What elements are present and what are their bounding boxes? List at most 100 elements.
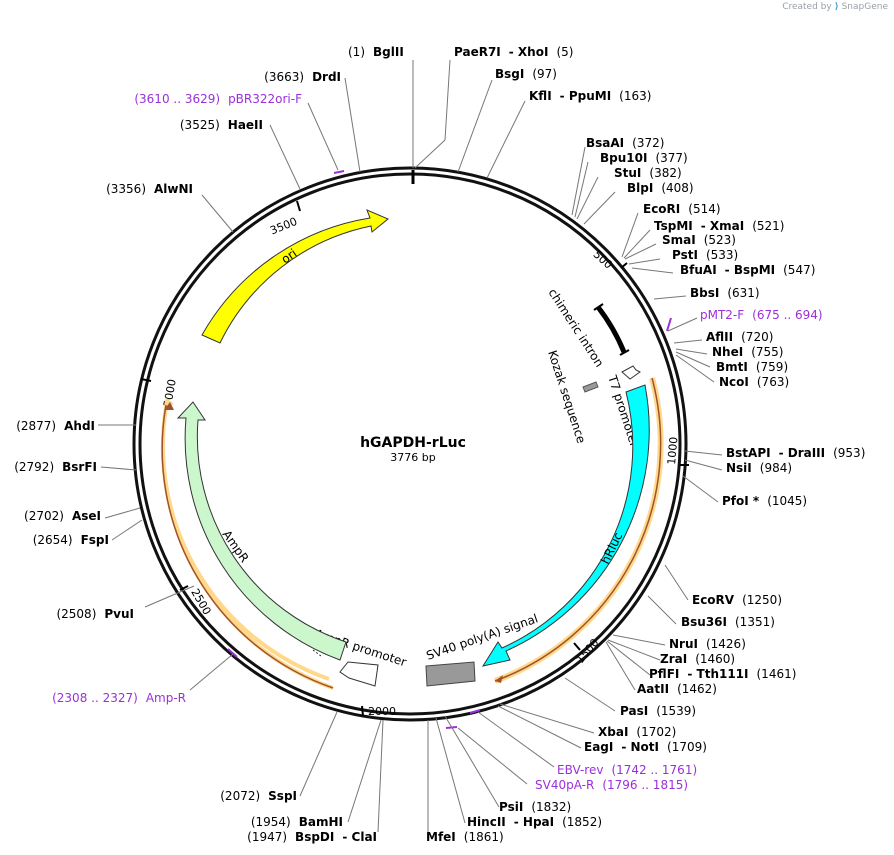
kozak-sequence-feature[interactable] <box>582 381 599 393</box>
site-label-part: BmtI <box>716 360 748 374</box>
site-label-part: - PpuMI <box>560 89 612 103</box>
site-label-part: (1250) <box>742 593 782 607</box>
site-label-bfuai: BfuAI- BspMI(547) <box>680 263 815 277</box>
plasmid-name: hGAPDH-rLuc <box>360 435 466 451</box>
site-label-part: HincII <box>467 815 506 829</box>
site-label-part: (3525) <box>180 118 220 132</box>
site-label-xbai: XbaI(1702) <box>598 725 676 739</box>
site-label-eagi: EagI- NotI(1709) <box>584 740 707 754</box>
site-label-part: XbaI <box>598 725 628 739</box>
primer-mark <box>666 317 672 332</box>
ampr-promoter-feature[interactable] <box>339 661 379 687</box>
site-label-part: (1) <box>348 45 365 59</box>
site-label-part: BsrFI <box>62 460 97 474</box>
site-label-part: (523) <box>704 233 736 247</box>
site-label-part: (3356) <box>106 182 146 196</box>
hrluc-orf-line <box>494 377 662 682</box>
site-label-part: ZraI <box>660 652 687 666</box>
site-label-bsrfi: (2792) BsrFI <box>14 460 97 474</box>
snapgene-logo-icon: ⟩ <box>834 2 839 12</box>
hrluc-label: hRluc <box>598 530 625 566</box>
site-label-part: PvuI <box>104 607 134 621</box>
site-label-part: AhdI <box>64 419 95 433</box>
ampr-feature[interactable] <box>176 401 347 661</box>
site-label-ncoi: NcoI (763) <box>719 375 789 389</box>
site-label-part: (521) <box>752 219 784 233</box>
site-label-zrai: ZraI(1460) <box>660 652 735 666</box>
site-label-paer7i: PaeR7I- XhoI(5) <box>454 45 573 59</box>
site-label-aflii: AflII(720) <box>706 330 773 344</box>
site-leader-lines <box>98 59 723 834</box>
site-label-tspmi: TspMI- XmaI(521) <box>654 219 785 233</box>
site-label-part: BbsI <box>690 286 719 300</box>
site-label-part: PsiI <box>499 800 523 814</box>
site-label-stui: StuI(382) <box>614 166 682 180</box>
site-label-part: SV40pA-R <box>535 778 594 792</box>
site-label-bglII: (1) BglII <box>348 45 404 59</box>
watermark-brand: SnapGene <box>841 2 888 12</box>
site-label-part: BglII <box>373 45 404 59</box>
site-label-part: (1709) <box>667 740 707 754</box>
site-label-part: - XhoI <box>509 45 549 59</box>
site-label-part: (2792) <box>14 460 54 474</box>
sv40-polya-feature[interactable] <box>425 661 476 687</box>
site-label-part: EBV-rev <box>557 763 603 777</box>
site-label-nrui: NruI(1426) <box>669 637 746 651</box>
site-label-part: BstAPI <box>726 446 771 460</box>
site-label-bsu36i: Bsu36I(1351) <box>681 615 775 629</box>
primer-mark <box>333 170 345 174</box>
tick-mark <box>361 705 364 717</box>
site-label-part: (759) <box>756 360 788 374</box>
site-label-part: - Tth111I <box>687 667 748 681</box>
site-label-nsii: NsiI(984) <box>726 461 792 475</box>
site-label-part: (763) <box>757 375 789 389</box>
kozak-sequence-label: Kozak sequence <box>545 349 588 445</box>
site-label-pvui: (2508)PvuI <box>56 607 134 621</box>
site-label-fspi: (2654)FspI <box>33 533 109 547</box>
site-label-bsgi: BsgI(97) <box>495 67 557 81</box>
site-label-part: KflI <box>529 89 552 103</box>
site-label-part: (755) <box>751 345 783 359</box>
tick-label-2000: 2000 <box>368 705 396 718</box>
site-label-part: (1947) <box>247 830 287 844</box>
site-label-nhei: NheI(755) <box>712 345 783 359</box>
chimeric-intron-feature[interactable] <box>596 305 627 353</box>
site-label-part: - ClaI <box>342 830 377 844</box>
site-label-part: NcoI <box>719 375 749 389</box>
site-label-part: (377) <box>655 151 687 165</box>
site-label-alwni: (3356)AlwNI <box>106 182 193 196</box>
site-label-part: EagI <box>584 740 613 754</box>
site-label-part: BamHI <box>299 815 343 829</box>
site-label-part: EcoRV <box>692 593 735 607</box>
site-label-part: - DraIII <box>779 446 826 460</box>
site-label-part: (163) <box>619 89 651 103</box>
site-label-part: (97) <box>532 67 557 81</box>
site-label-part: (631) <box>727 286 759 300</box>
backbone-outer-strand <box>132 166 688 722</box>
site-label-part: - BspMI <box>725 263 775 277</box>
site-label-pbr322: (3610 .. 3629)pBR322ori-F <box>134 92 302 106</box>
site-label-bmti: BmtI (759) <box>716 360 788 374</box>
site-label-drdi: (3663)DrdI <box>264 70 341 84</box>
site-label-part: (382) <box>649 166 681 180</box>
site-label-part: (1539) <box>656 704 696 718</box>
site-label-part: BfuAI <box>680 263 717 277</box>
tick-label-1000: 1000 <box>665 436 680 465</box>
site-label-haeii: (3525)HaeII <box>180 118 263 132</box>
t7-promoter-feature[interactable] <box>621 365 641 380</box>
ori-feature[interactable] <box>201 209 389 344</box>
site-label-part: BsaAI <box>586 136 624 150</box>
site-label-part: SmaI <box>662 233 696 247</box>
site-label-part: Amp-R <box>146 691 186 705</box>
site-label-kfli: KflI - PpuMI (163) <box>529 89 651 103</box>
snapgene-watermark: Created by ⟩ SnapGene <box>782 2 888 12</box>
site-label-part: (1954) <box>251 815 291 829</box>
site-label-psti: PstI(533) <box>672 248 738 262</box>
hrluc-feature[interactable] <box>481 384 650 667</box>
site-label-pmt2f: pMT2-F(675 .. 694) <box>700 308 823 322</box>
site-label-part: (1742 .. 1761) <box>611 763 697 777</box>
tick-mark <box>179 585 189 591</box>
site-label-ebvrev: EBV-rev (1742 .. 1761) <box>557 763 697 777</box>
site-label-part: DrdI <box>312 70 341 84</box>
site-label-part: (1832) <box>531 800 571 814</box>
